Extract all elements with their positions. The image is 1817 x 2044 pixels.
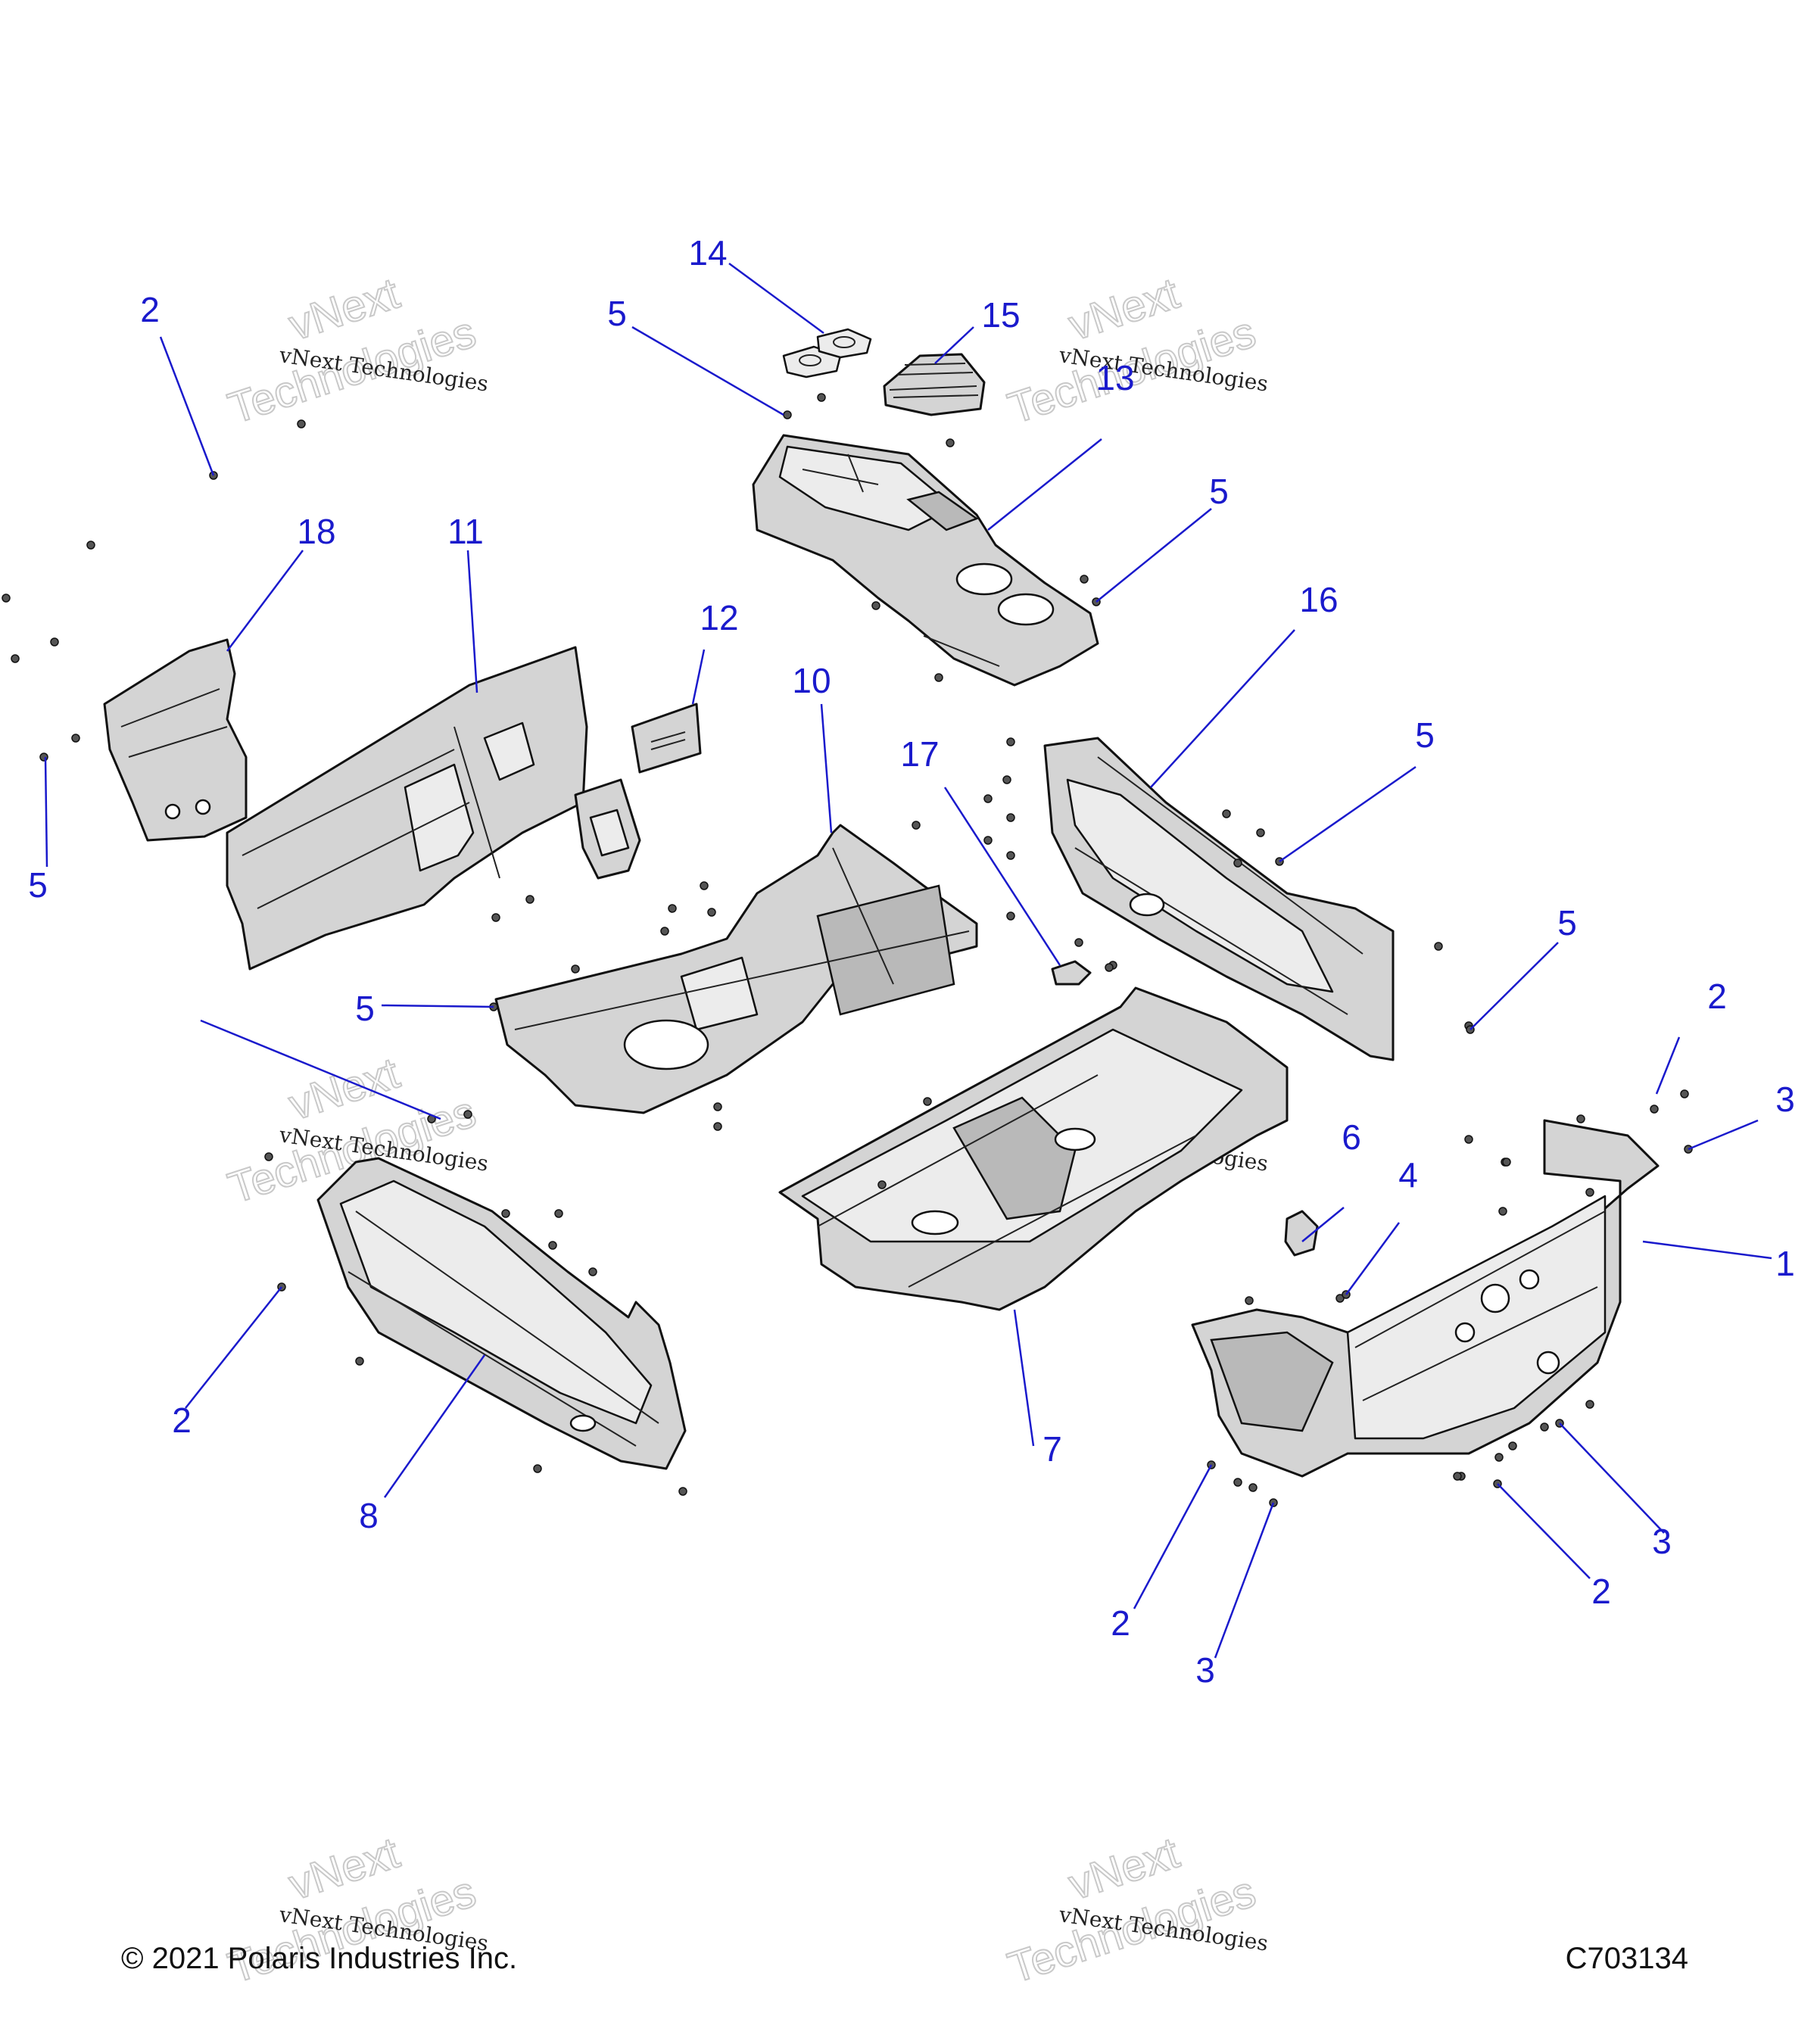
callout-1: 1 [1775, 1244, 1795, 1283]
part-6-bracket [1284, 1210, 1319, 1257]
callout-5-console-top: 5 [607, 294, 627, 333]
part-8-floor-frame [494, 824, 978, 1114]
callout-15: 16 [1299, 580, 1338, 619]
part-10-panels [574, 703, 702, 880]
callout-16: 17 [900, 734, 939, 774]
callout-5-right: 5 [1557, 903, 1577, 943]
callout-10: 12 [700, 598, 738, 637]
part-9-dash-panel [226, 646, 588, 971]
callout-3-bottom-b: 3 [1652, 1522, 1672, 1561]
part-11-center-console [752, 434, 1099, 687]
part-12-caps [782, 328, 872, 379]
callout-14: 8 [359, 1496, 379, 1535]
part-16-clip [1051, 960, 1092, 986]
watermark-top-left: vNext Technologies vNext Technologies [222, 268, 490, 435]
callout-2-right: 2 [1707, 977, 1727, 1016]
callout-2-left: 2 [172, 1401, 192, 1440]
callout-12: 14 [688, 233, 727, 273]
callout-8: 10 [792, 661, 831, 700]
callout-3-bottom-a: 3 [1195, 1650, 1215, 1690]
leader-lines [44, 262, 1772, 1659]
copyright-text: © 2021 Polaris Industries Inc. [121, 1942, 517, 1975]
callout-4: 4 [1398, 1155, 1418, 1195]
callout-11: 13 [1095, 358, 1134, 397]
fasteners [2, 393, 1693, 1507]
callout-13: 15 [981, 295, 1020, 335]
callout-5-floor-frame: 5 [355, 989, 375, 1028]
part-1-bulkhead [1191, 1119, 1660, 1478]
callout-2-top-left: 2 [140, 290, 160, 329]
part-13-boot [883, 353, 986, 416]
watermark-bottom-right: vNext Technologies vNext Technologies [1002, 1827, 1270, 1994]
callout-2-bottom-a: 2 [1111, 1603, 1130, 1643]
callout-7: 7 [1043, 1429, 1062, 1469]
callout-3-right: 3 [1775, 1080, 1795, 1119]
part-7-floor-tub [778, 986, 1289, 1311]
callout-9: 11 [447, 512, 484, 551]
callout-5-console-side: 5 [1209, 472, 1229, 511]
part-14-left-rocker [316, 1157, 687, 1470]
watermark-top-right: vNext Technologies vNext Technologies [1002, 268, 1270, 435]
figure-id: C703134 [1566, 1942, 1688, 1975]
callout-2-bottom-b: 2 [1591, 1572, 1611, 1611]
callout-5-rocker: 5 [1415, 715, 1435, 755]
callout-5-left-panel: 5 [28, 865, 48, 905]
part-17-side-panel [103, 638, 248, 842]
callout-17: 18 [297, 512, 335, 551]
callout-labels: 14 15 5 13 5 2 18 11 12 10 16 5 17 5 5 5… [28, 233, 1795, 1690]
part-15-right-rocker [1043, 737, 1395, 1061]
callout-6: 6 [1342, 1117, 1361, 1157]
